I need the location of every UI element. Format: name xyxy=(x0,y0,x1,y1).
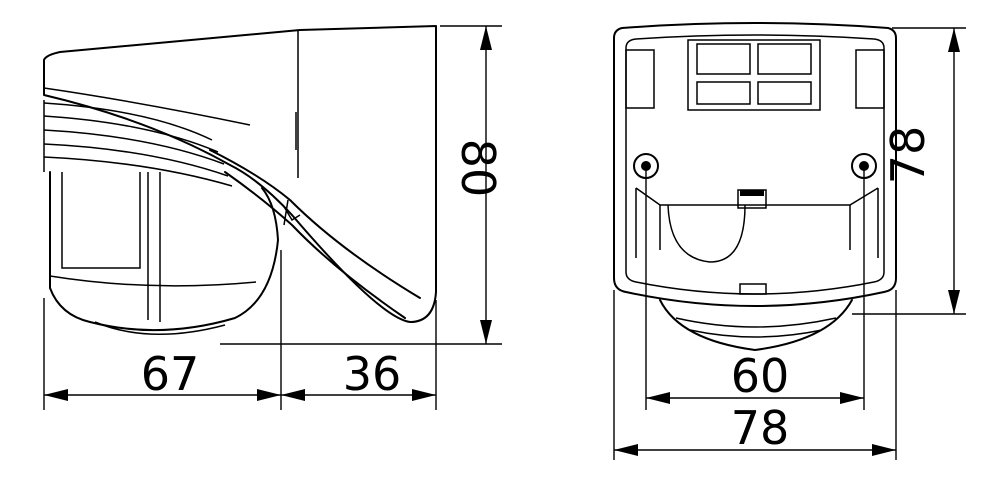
front-lens-dome xyxy=(659,299,853,351)
dim-label-67: 67 xyxy=(141,347,200,401)
dim-label-78-horizontal: 78 xyxy=(731,401,790,455)
dim-label-78-vertical: 78 xyxy=(881,126,935,185)
side-lens-window xyxy=(61,172,141,269)
side-ribs xyxy=(43,100,233,187)
side-arm-hinge xyxy=(282,199,301,226)
front-dimensions xyxy=(613,27,966,460)
dim-label-80: 80 xyxy=(451,139,505,198)
side-lid-seam xyxy=(43,87,251,126)
front-inner-frame xyxy=(625,34,885,295)
side-arm-upper xyxy=(209,149,421,299)
side-lens-dome xyxy=(49,171,279,332)
dim-label-60: 60 xyxy=(731,349,790,403)
side-housing-outline xyxy=(43,25,437,323)
front-view xyxy=(613,22,897,351)
side-lens-lower xyxy=(49,275,257,287)
side-dimensions xyxy=(43,25,502,410)
front-clip-right xyxy=(855,49,885,109)
front-terminal-block xyxy=(687,39,821,111)
side-arm-lower xyxy=(224,171,406,319)
side-view xyxy=(43,25,437,335)
front-cable-arc xyxy=(667,204,746,263)
front-clip-left xyxy=(625,49,655,109)
side-lens-bottom xyxy=(94,321,226,335)
dim-label-36: 36 xyxy=(343,347,402,401)
front-outer-plate xyxy=(613,22,897,307)
front-slot xyxy=(739,283,767,295)
